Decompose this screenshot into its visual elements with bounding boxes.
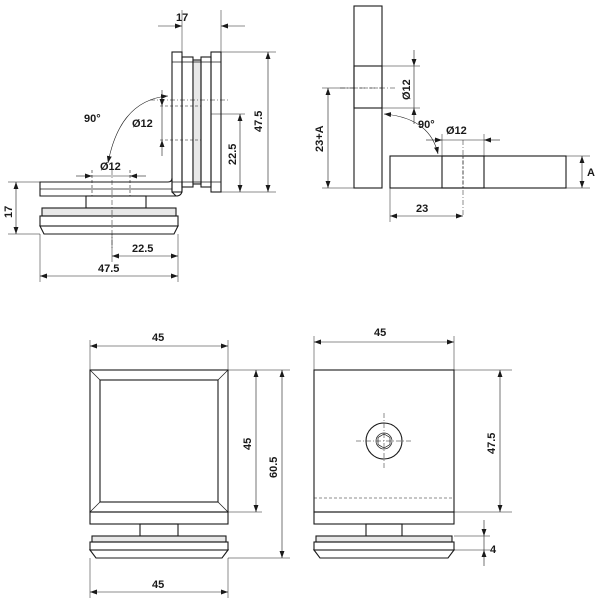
dimension-height-total-60-5: 60.5 (228, 369, 290, 559)
dimension-width-top-45: 45 (89, 332, 229, 370)
dimension-width-bottom-45: 45 (89, 558, 229, 598)
dim-label: 47.5 (98, 263, 119, 275)
dim-label: 45 (152, 332, 164, 344)
bottom-right-view: 45 47.5 4 (312, 327, 512, 566)
dimension-width-17: 17 (158, 10, 245, 52)
dim-label: 47.5 (486, 433, 498, 454)
dimension-base-47-5: 47.5 (39, 234, 178, 282)
dimension-diameter-post: Ø12 (382, 50, 420, 124)
side-post (353, 5, 383, 189)
back-clamp-body (312, 369, 456, 559)
dimension-thickness-a: A (566, 155, 595, 189)
bottom-left-view: 45 45 60.5 45 (88, 332, 290, 598)
dim-label: 45 (242, 438, 254, 450)
lower-clamp-body (39, 195, 179, 235)
dim-label: 22.5 (227, 144, 239, 165)
front-clamp-body (88, 369, 230, 559)
dim-label: Ø12 (401, 79, 413, 100)
dimension-width-45: 45 (313, 327, 455, 370)
dimension-height-47-5: 47.5 (454, 369, 512, 513)
dim-label: 4 (490, 544, 497, 556)
dim-label: 90° (418, 119, 435, 131)
dim-label: 23 (416, 203, 428, 215)
side-arm (389, 155, 567, 189)
top-left-view: 17 47.5 Ø12 22.5 90° (3, 10, 276, 282)
dim-label: Ø12 (100, 161, 121, 173)
dim-label: Ø12 (132, 118, 153, 130)
vertical-clamp-body (171, 51, 222, 193)
dimension-offset-23: 23 (389, 188, 463, 222)
dimension-angle-90: 90° (84, 94, 169, 164)
dim-label: 45 (152, 579, 164, 591)
screw-icon (356, 413, 412, 469)
horizontal-arm (39, 177, 183, 197)
dimension-gap-4: 4 (454, 520, 497, 566)
dim-label: 17 (176, 12, 188, 24)
dimension-height-inner-45: 45 (228, 369, 262, 513)
dimension-inner-22-5: 22.5 (211, 113, 245, 192)
dim-label: 90° (84, 113, 101, 125)
dim-label: Ø12 (446, 125, 467, 137)
dim-label: 23+A (314, 125, 326, 152)
dimension-diameter-arm: Ø12 (426, 125, 500, 156)
dimension-angle-90: 90° (383, 112, 439, 155)
dimension-diameter-horizontal: Ø12 (76, 161, 146, 179)
dimension-height-47-5: 47.5 (221, 51, 276, 193)
dimension-base-22-5: 22.5 (111, 234, 179, 282)
dim-label: A (587, 167, 595, 179)
dimension-side-17: 17 (3, 181, 40, 235)
dim-label: 45 (374, 327, 386, 339)
dimension-height-23a: 23+A (314, 87, 354, 189)
dim-label: 60.5 (268, 457, 280, 478)
dim-label: 17 (3, 206, 15, 218)
dim-label: 22.5 (132, 243, 153, 255)
top-right-view: Ø12 23+A 90° Ø12 23 (314, 5, 595, 222)
dim-label: 47.5 (253, 111, 265, 132)
